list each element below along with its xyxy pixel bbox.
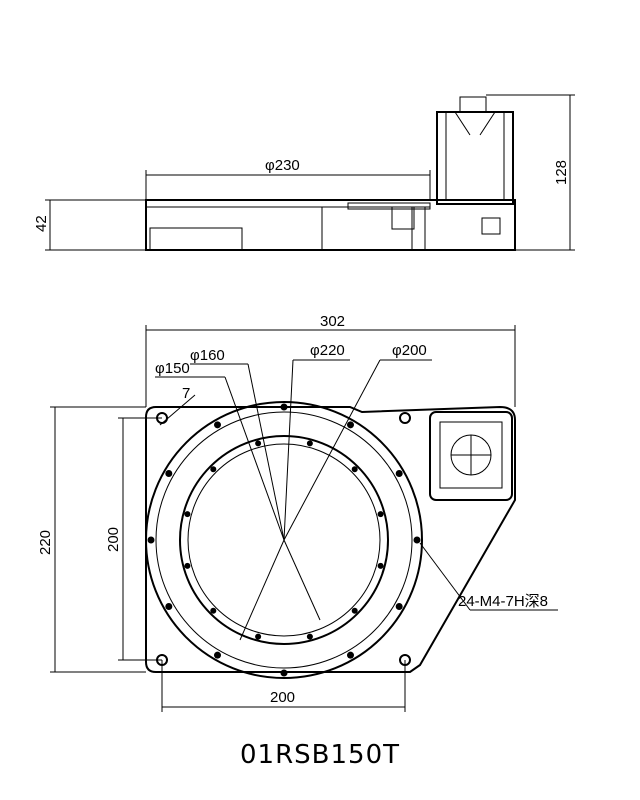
bolt-hole	[395, 470, 403, 477]
dim-phi220: φ220	[310, 342, 345, 359]
bolt-hole	[184, 562, 191, 569]
bolt-hole	[351, 466, 358, 473]
bolt-hole	[214, 421, 221, 429]
bolt-hole	[351, 607, 358, 614]
bolt-hole	[377, 562, 384, 569]
bolt-hole	[347, 651, 354, 659]
connector-icon	[481, 217, 501, 235]
bolt-hole	[306, 633, 313, 640]
dim-302: 302	[320, 313, 345, 330]
dim-200-horizontal: 200	[270, 689, 295, 706]
dim-phi200: φ200	[392, 342, 427, 359]
bolt-hole	[395, 603, 403, 610]
bolt-hole	[255, 633, 262, 640]
dim-128: 128	[553, 160, 570, 185]
bolt-hole	[210, 607, 217, 614]
bolt-hole	[184, 511, 191, 518]
dim-42: 42	[33, 215, 50, 232]
side-view: φ230 42 128	[33, 94, 575, 251]
bolt-hole	[147, 536, 155, 544]
hole-callout: 24-M4-7H深8	[458, 593, 548, 610]
bolt-hole	[165, 603, 173, 610]
bolt-hole	[413, 536, 421, 544]
bolt-hole	[255, 440, 262, 447]
bolt-hole	[210, 466, 217, 473]
dim-200-vertical: 200	[105, 527, 122, 552]
knob	[459, 96, 487, 113]
dim-220: 220	[37, 530, 54, 555]
bolt-hole	[165, 470, 173, 477]
bolt-hole	[347, 421, 354, 429]
dim-phi230: φ230	[265, 157, 300, 174]
bolt-hole	[280, 403, 288, 411]
bolt-hole	[306, 440, 313, 447]
bolt-hole	[214, 651, 221, 659]
bolt-hole	[377, 511, 384, 518]
dim-chamfer: 7	[182, 385, 190, 402]
dim-phi150: φ150	[155, 360, 190, 377]
dim-phi160: φ160	[190, 347, 225, 364]
top-view: φ160 φ150 φ220 φ200 7 24-M4-7H深8 302 220…	[37, 313, 558, 712]
model-title: 01RSB150T	[240, 740, 400, 770]
bolt-hole	[280, 669, 288, 677]
